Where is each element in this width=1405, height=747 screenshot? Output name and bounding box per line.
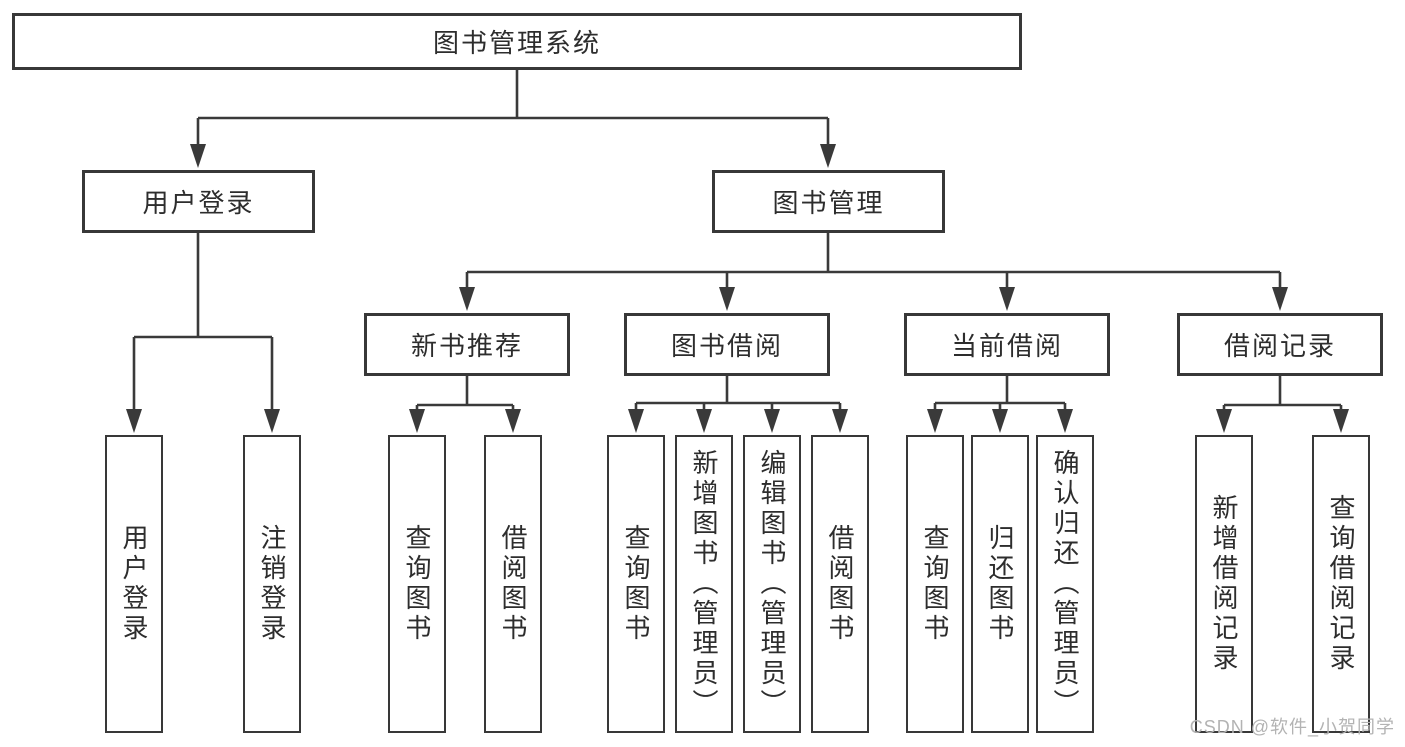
leaf-borrowing-add-books-admin-label: 新增图书（管理员） [689, 449, 719, 719]
node-user-login: 用户登录 [82, 170, 315, 233]
node-book-management: 图书管理 [712, 170, 945, 233]
arrow-down-icon [459, 287, 475, 311]
leaf-current-return-books: 归还图书 [971, 435, 1029, 733]
leaf-records-query-borrow-record-label: 查询借阅记录 [1326, 494, 1356, 674]
arrow-down-icon [696, 409, 712, 433]
arrow-down-icon [409, 409, 425, 433]
node-new-book-recommendation-label: 新书推荐 [410, 331, 523, 361]
node-book-borrowing: 图书借阅 [624, 313, 830, 376]
arrow-down-icon [628, 409, 644, 433]
connector-new-book-to-leaves [409, 376, 521, 433]
node-borrowing-records-label: 借阅记录 [1223, 331, 1336, 361]
leaf-current-confirm-return-admin: 确认归还（管理员） [1036, 435, 1094, 733]
leaf-newbook-query-books-label: 查询图书 [402, 524, 432, 644]
leaf-records-add-borrow-record: 新增借阅记录 [1195, 435, 1253, 733]
arrow-down-icon [190, 144, 206, 168]
arrow-down-icon [992, 409, 1008, 433]
node-library-management-system-label: 图书管理系统 [432, 28, 601, 58]
arrow-down-icon [832, 409, 848, 433]
node-current-borrowing: 当前借阅 [904, 313, 1110, 376]
arrow-down-icon [126, 409, 142, 433]
arrow-down-icon [764, 409, 780, 433]
connector-root-to-level2 [190, 70, 836, 168]
leaf-records-add-borrow-record-label: 新增借阅记录 [1209, 494, 1239, 674]
arrow-down-icon [1333, 409, 1349, 433]
node-borrowing-records: 借阅记录 [1177, 313, 1383, 376]
leaf-borrowing-query-books-label: 查询图书 [621, 524, 651, 644]
node-user-login-label: 用户登录 [142, 188, 255, 218]
node-new-book-recommendation: 新书推荐 [364, 313, 570, 376]
connector-user-login-to-leaves [126, 233, 280, 433]
leaf-current-confirm-return-admin-label: 确认归还（管理员） [1050, 449, 1080, 719]
connector-current-borrow-to-leaves [927, 376, 1073, 433]
arrow-down-icon [999, 287, 1015, 311]
leaf-current-query-books-label: 查询图书 [920, 524, 950, 644]
leaf-borrowing-add-books-admin: 新增图书（管理员） [675, 435, 733, 733]
leaf-logout: 注销登录 [243, 435, 301, 733]
leaf-borrowing-borrow-books-label: 借阅图书 [825, 524, 855, 644]
node-library-management-system: 图书管理系统 [12, 13, 1022, 70]
node-current-borrowing-label: 当前借阅 [950, 331, 1063, 361]
leaf-newbook-query-books: 查询图书 [388, 435, 446, 733]
leaf-borrowing-edit-books-admin-label: 编辑图书（管理员） [757, 449, 787, 719]
leaf-user-login: 用户登录 [105, 435, 163, 733]
connector-book-management-to-level3 [459, 233, 1288, 311]
leaf-borrowing-edit-books-admin: 编辑图书（管理员） [743, 435, 801, 733]
leaf-current-return-books-label: 归还图书 [985, 524, 1015, 644]
arrow-down-icon [927, 409, 943, 433]
leaf-newbook-borrow-books: 借阅图书 [484, 435, 542, 733]
arrow-down-icon [1216, 409, 1232, 433]
connector-book-borrow-to-leaves [628, 376, 848, 433]
arrow-down-icon [264, 409, 280, 433]
arrow-down-icon [1272, 287, 1288, 311]
connector-borrow-records-to-leaves [1216, 376, 1349, 433]
leaf-current-query-books: 查询图书 [906, 435, 964, 733]
arrow-down-icon [505, 409, 521, 433]
csdn-watermark: CSDN @软件_小贺同学 [1189, 717, 1395, 737]
leaf-user-login-label: 用户登录 [119, 524, 149, 644]
arrow-down-icon [719, 287, 735, 311]
leaf-borrowing-query-books: 查询图书 [607, 435, 665, 733]
leaf-borrowing-borrow-books: 借阅图书 [811, 435, 869, 733]
arrow-down-icon [820, 144, 836, 168]
leaf-logout-label: 注销登录 [257, 524, 287, 644]
node-book-management-label: 图书管理 [772, 188, 885, 218]
leaf-newbook-borrow-books-label: 借阅图书 [498, 524, 528, 644]
arrow-down-icon [1057, 409, 1073, 433]
leaf-records-query-borrow-record: 查询借阅记录 [1312, 435, 1370, 733]
node-book-borrowing-label: 图书借阅 [670, 331, 783, 361]
